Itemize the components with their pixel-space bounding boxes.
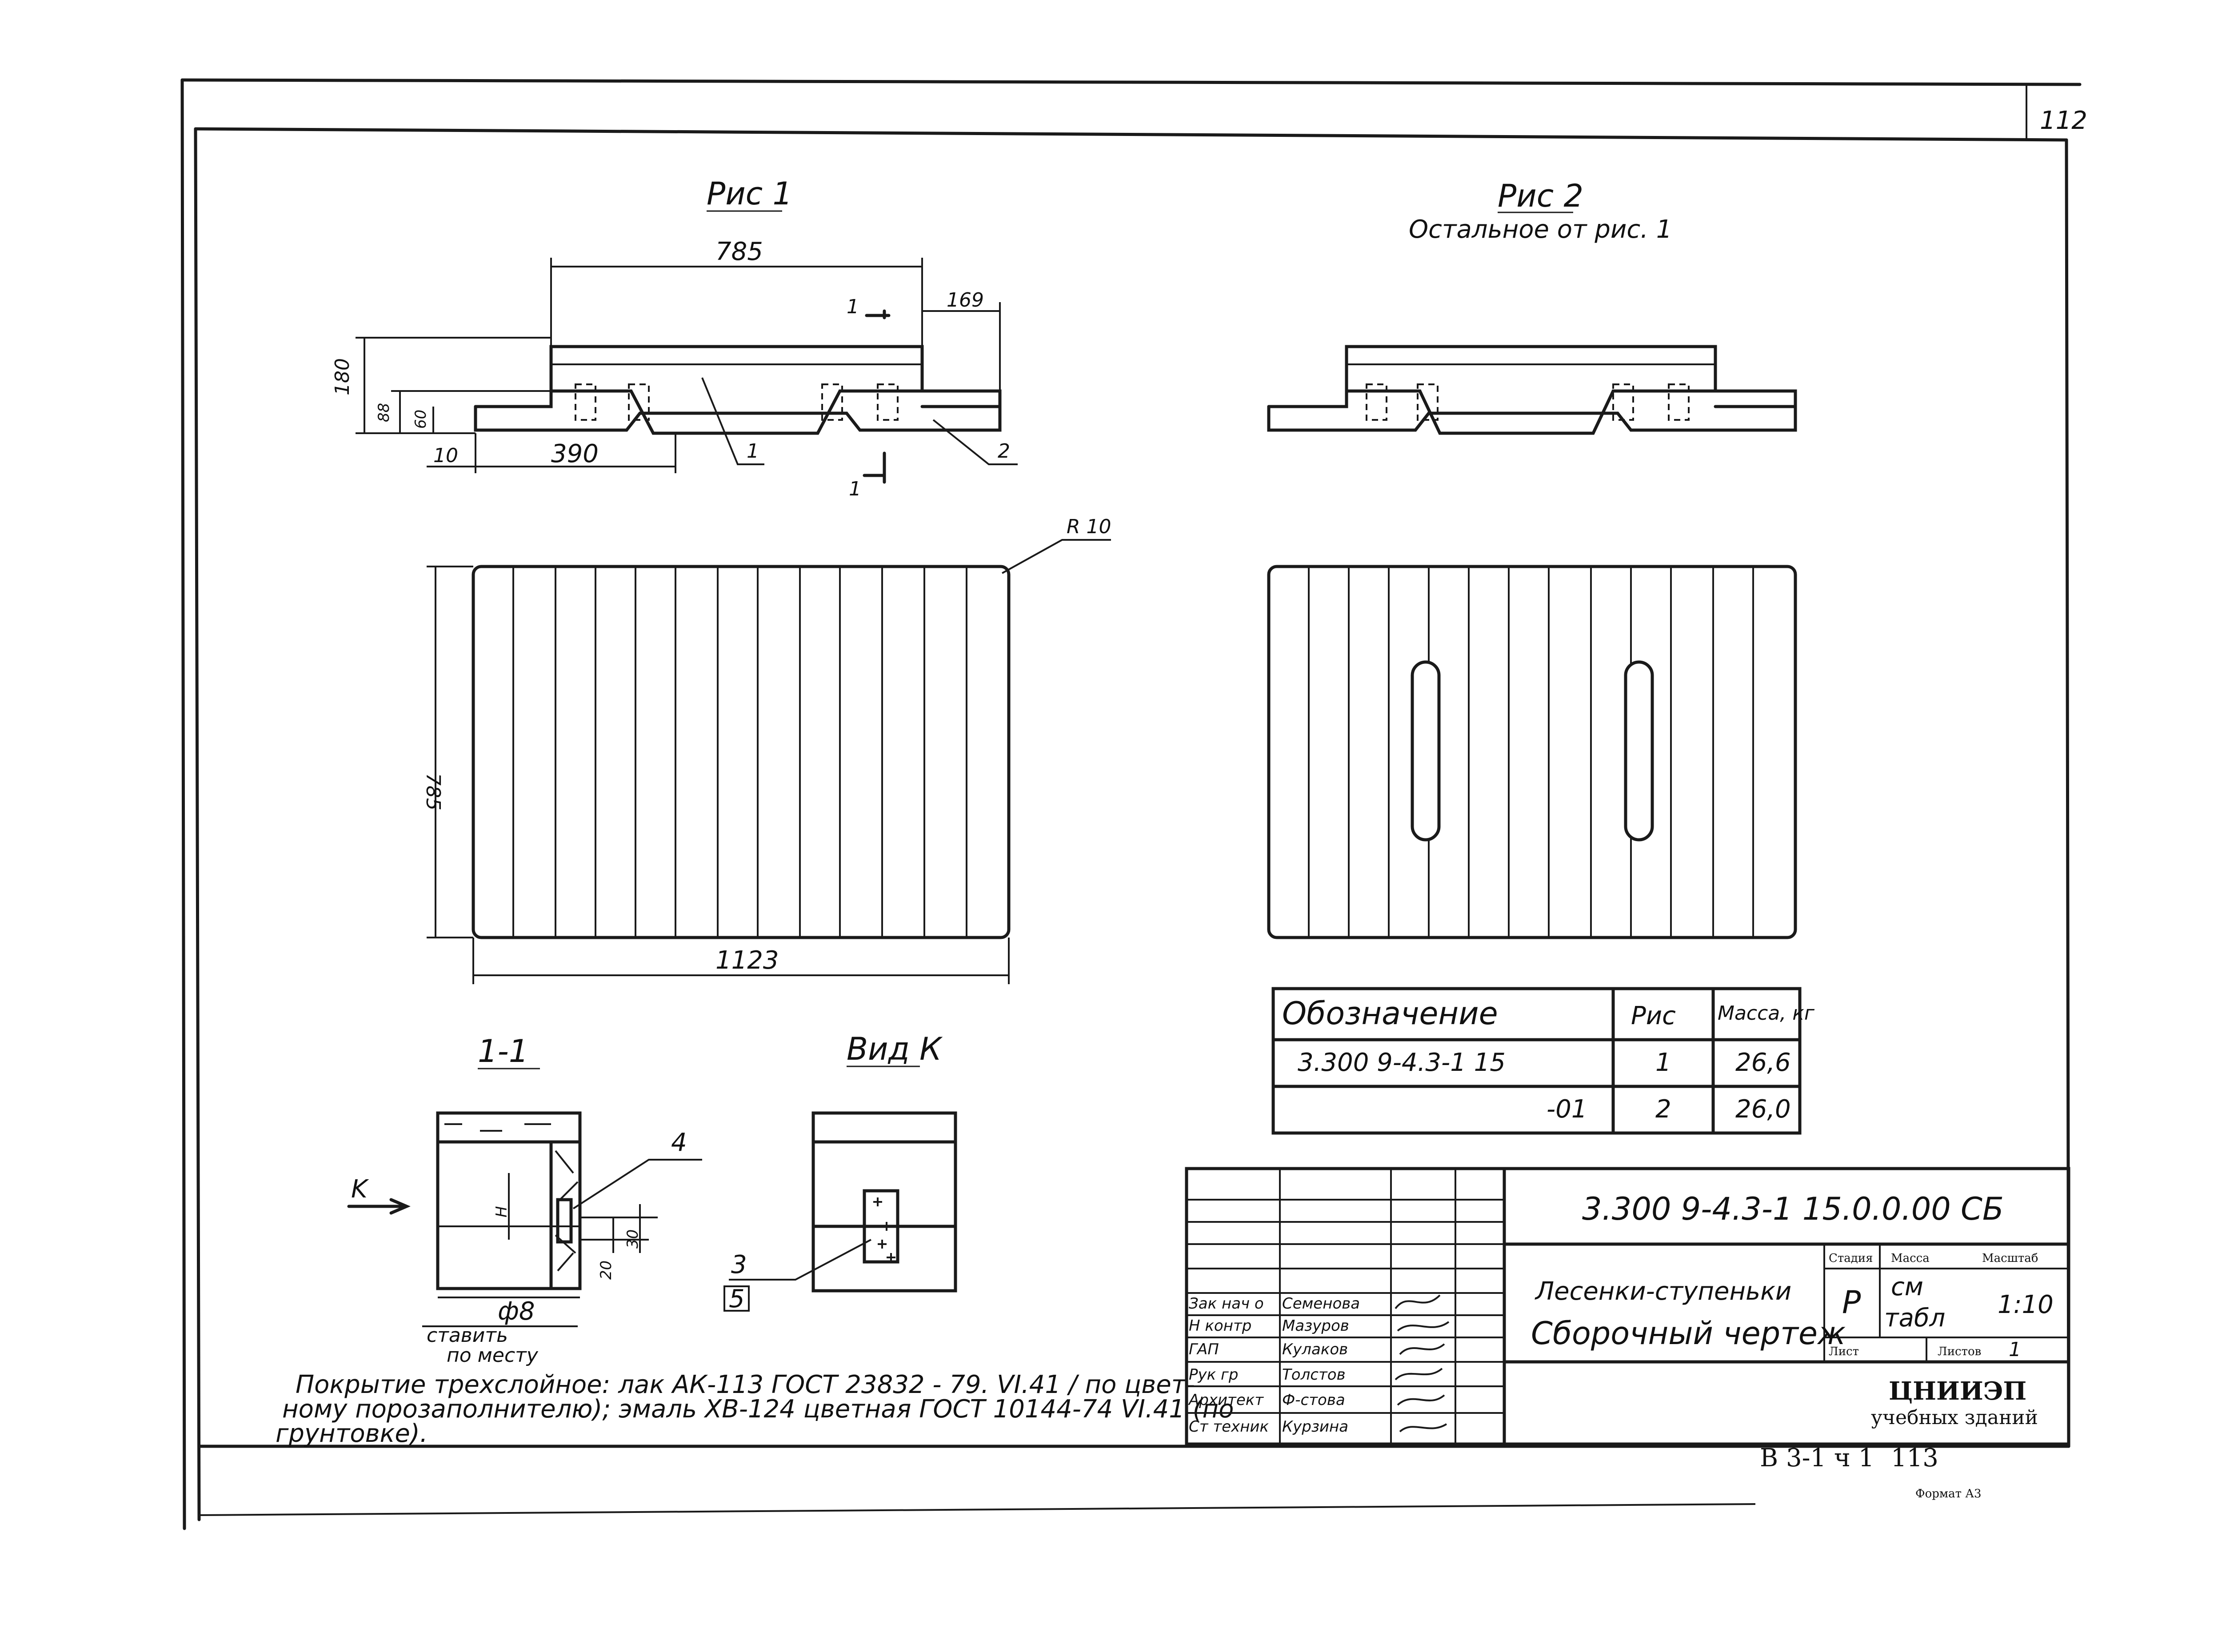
sheet-number: 112 bbox=[2040, 106, 2087, 135]
dim-390: 390 bbox=[551, 439, 599, 468]
signer-row: Н контр Мазуров bbox=[1189, 1317, 1450, 1335]
album-page: 113 bbox=[1891, 1444, 1938, 1472]
mass-value-2: табл bbox=[1884, 1304, 1945, 1333]
section-dim-20: 20 bbox=[597, 1261, 615, 1280]
signature bbox=[1399, 1343, 1445, 1355]
spec-cell-mass: 26,6 bbox=[1735, 1048, 1791, 1077]
coating-line-2: ному порозаполнителю); эмаль ХВ-124 цвет… bbox=[282, 1395, 1234, 1424]
drawing-code: 3.300 9-4.3-1 15.0.0.00 СБ bbox=[1582, 1191, 2004, 1227]
signature bbox=[1399, 1423, 1447, 1433]
signature bbox=[1397, 1321, 1450, 1332]
callout-part-1: 1 bbox=[747, 440, 759, 463]
callout-part-2: 2 bbox=[998, 440, 1010, 463]
fig2-plan-view bbox=[1267, 565, 1797, 939]
spec-row: 3.300 9-4.3-1 15 1 26,6 bbox=[1298, 1048, 1791, 1077]
drawing-name-line2: Сборочный чертеж bbox=[1531, 1315, 1846, 1352]
dim-60: 60 bbox=[412, 410, 430, 429]
signer-name: Ф-стова bbox=[1282, 1391, 1345, 1409]
footer: В 3-1 ч 1 113 Формат А3 bbox=[1760, 1444, 1981, 1500]
view-callout-3: 3 bbox=[731, 1250, 747, 1279]
signature bbox=[1395, 1294, 1441, 1309]
fig2-side-view: Рис 2 Остальное от рис. 1 bbox=[1267, 178, 1797, 435]
title-block: 3.300 9-4.3-1 15.0.0.00 СБ Лесенки-ступе… bbox=[1185, 1167, 2070, 1446]
spec-row: -01 2 26,0 bbox=[1547, 1095, 1791, 1124]
signer-row: Зак нач о Семенова bbox=[1189, 1294, 1441, 1313]
signer-name: Курзина bbox=[1282, 1418, 1348, 1436]
spec-cell-designation: 3.300 9-4.3-1 15 bbox=[1298, 1048, 1506, 1077]
signer-role: ГАП bbox=[1189, 1341, 1219, 1358]
spec-cell-designation: -01 bbox=[1547, 1095, 1587, 1124]
mass-value-1: см bbox=[1891, 1273, 1923, 1301]
signer-row: Ст техник Курзина bbox=[1189, 1418, 1447, 1436]
signer-row: Архитект Ф-стова bbox=[1188, 1391, 1445, 1409]
signer-name: Мазуров bbox=[1282, 1317, 1349, 1335]
dim-width-plan: 1123 bbox=[715, 946, 779, 975]
fig1-side-view: Рис 1 785 169 180 88 60 10 390 1 2 bbox=[331, 176, 1018, 500]
signature bbox=[1397, 1394, 1445, 1406]
section-diameter: ф8 bbox=[498, 1297, 535, 1326]
signer-role: Ст техник bbox=[1189, 1418, 1269, 1436]
mass-header: Масса bbox=[1891, 1252, 1930, 1265]
album-code: В 3-1 ч 1 bbox=[1760, 1444, 1874, 1472]
coating-line-3: грунтовке). bbox=[276, 1419, 428, 1448]
section-title: 1-1 bbox=[478, 1033, 528, 1069]
fig2-title: Рис 2 bbox=[1498, 178, 1583, 214]
org-name: ЦНИИЭП bbox=[1889, 1377, 2026, 1406]
spec-cell-mass: 26,0 bbox=[1735, 1095, 1791, 1124]
signer-row: ГАП Кулаков bbox=[1189, 1341, 1445, 1358]
view-k: Вид К 3 5 bbox=[723, 1031, 957, 1313]
org-subname: учебных зданий bbox=[1871, 1406, 2038, 1429]
section-dim-30: 30 bbox=[624, 1229, 642, 1249]
spec-cell-fig: 1 bbox=[1655, 1048, 1671, 1077]
stage-value: Р bbox=[1842, 1284, 1861, 1321]
spec-header-fig: Рис bbox=[1631, 1002, 1676, 1030]
view-callout-5: 5 bbox=[729, 1285, 745, 1313]
fig1-plan-view: 1123 785 R 10 bbox=[422, 515, 1111, 984]
signer-row: Рук гр Толстов bbox=[1189, 1366, 1443, 1384]
section-note-line2: по месту bbox=[447, 1344, 539, 1367]
fig1-title: Рис 1 bbox=[707, 176, 792, 212]
sheets-value: 1 bbox=[2009, 1338, 2021, 1361]
dim-length-top: 785 bbox=[715, 237, 763, 266]
signer-role: Архитект bbox=[1188, 1391, 1264, 1409]
fig2-subtitle: Остальное от рис. 1 bbox=[1409, 215, 1672, 244]
dim-10: 10 bbox=[433, 444, 458, 467]
drawing-name-line1: Лесенки-ступеньки bbox=[1535, 1277, 1791, 1306]
signature bbox=[1395, 1368, 1443, 1381]
dim-depth-plan: 785 bbox=[422, 773, 444, 810]
section-dim-h: H bbox=[493, 1206, 511, 1217]
dim-169: 169 bbox=[947, 289, 984, 311]
signer-role: Зак нач о bbox=[1189, 1295, 1264, 1313]
section-mark-bottom: 1 bbox=[849, 478, 861, 500]
spec-cell-fig: 2 bbox=[1655, 1095, 1671, 1124]
coating-note: Покрытие трехслойное: лак АК-113 ГОСТ 23… bbox=[276, 1370, 1234, 1448]
scale-value: 1:10 bbox=[1998, 1290, 2054, 1319]
scale-header: Масштаб bbox=[1982, 1252, 2038, 1265]
dim-180: 180 bbox=[331, 358, 354, 395]
sheets-label: Листов bbox=[1938, 1345, 1981, 1358]
sheet-label: Лист bbox=[1829, 1345, 1859, 1358]
dim-radius: R 10 bbox=[1067, 515, 1111, 538]
signer-role: Рук гр bbox=[1189, 1366, 1238, 1384]
coating-line-1: Покрытие трехслойное: лак АК-113 ГОСТ 23… bbox=[296, 1370, 1195, 1399]
signer-name: Толстов bbox=[1282, 1366, 1346, 1384]
dim-88: 88 bbox=[375, 403, 393, 422]
section-mark-top: 1 bbox=[847, 295, 859, 318]
spec-header-designation: Обозначение bbox=[1282, 995, 1498, 1032]
spec-table: Обозначение Рис Масса, кг 3.300 9-4.3-1 … bbox=[1271, 987, 1815, 1135]
paper-format: Формат А3 bbox=[1915, 1487, 1981, 1500]
stage-header: Стадия bbox=[1829, 1252, 1873, 1265]
section-callout-4: 4 bbox=[671, 1128, 687, 1157]
signer-name: Семенова bbox=[1282, 1295, 1360, 1313]
section-note-line1: ставить bbox=[427, 1324, 508, 1347]
section-1-1: 1-1 20 30 H 4 K ф8 ставить по месту bbox=[347, 1033, 702, 1367]
signer-role: Н контр bbox=[1189, 1317, 1251, 1335]
signer-name: Кулаков bbox=[1282, 1341, 1348, 1358]
view-k-title: Вид К bbox=[847, 1031, 943, 1067]
view-arrow-k: K bbox=[351, 1175, 369, 1204]
spec-header-mass: Масса, кг bbox=[1718, 1002, 1815, 1025]
sheet-frame: 1 1 2 bbox=[180, 78, 2087, 1530]
